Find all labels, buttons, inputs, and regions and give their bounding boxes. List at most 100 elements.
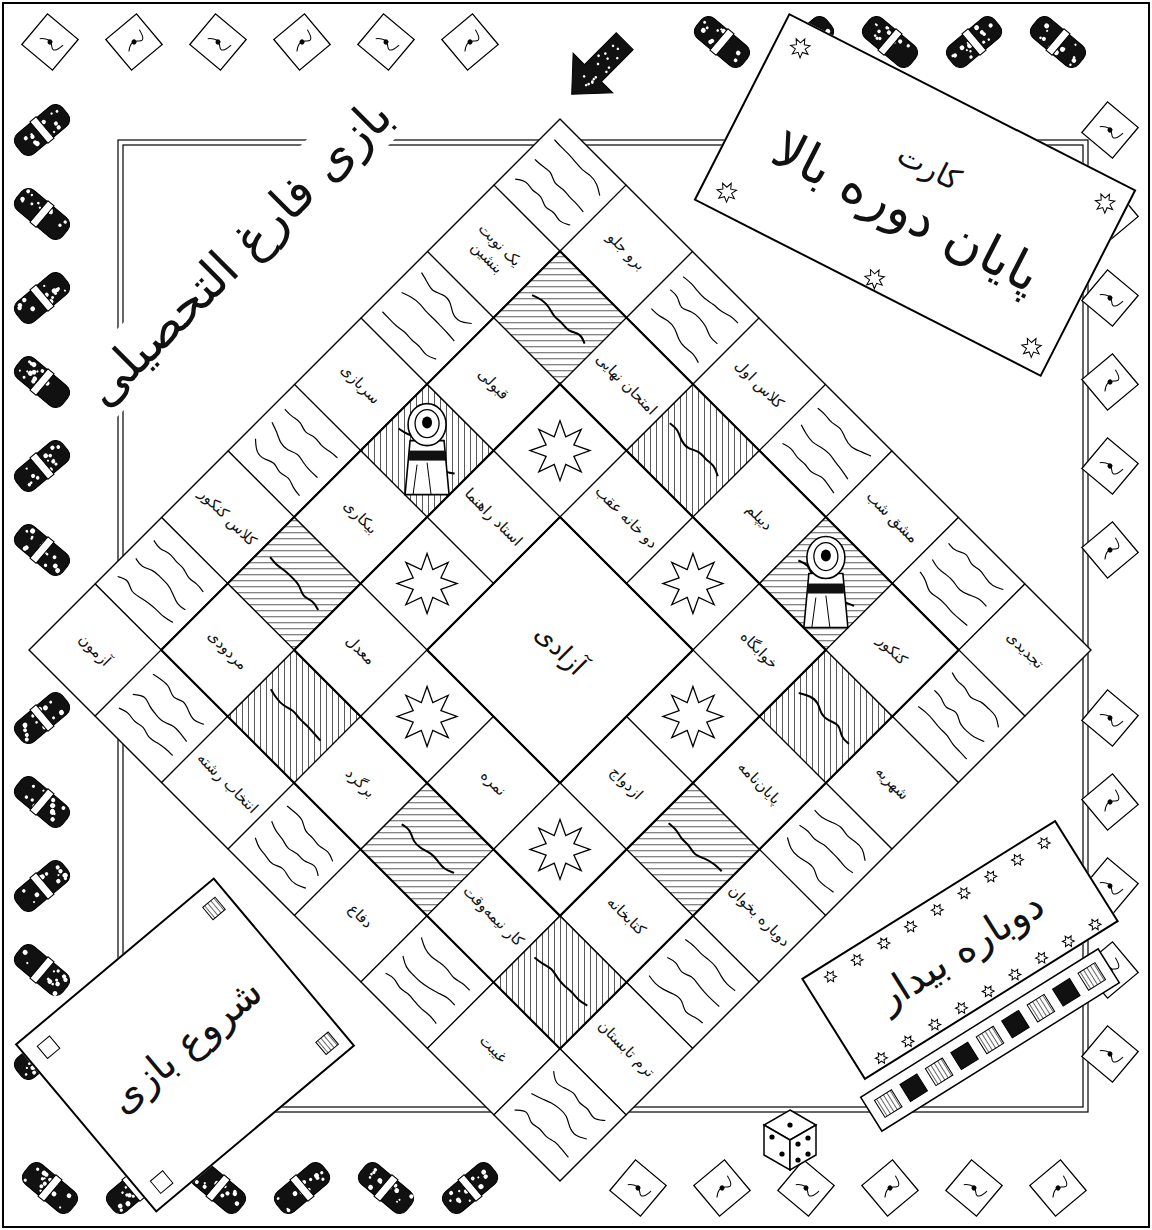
- scroll-speckle: [875, 24, 878, 27]
- scroll-speckle: [56, 444, 61, 449]
- scroll-speckle: [959, 44, 966, 51]
- scroll-speckle: [30, 193, 33, 196]
- scroll-body: [439, 1159, 502, 1217]
- scroll-speckle: [1039, 36, 1043, 40]
- pawn-band: [808, 584, 844, 594]
- scroll-speckle: [1046, 29, 1049, 32]
- start-arrow: [552, 21, 645, 114]
- dice-pip: [795, 1141, 800, 1146]
- square-text: انتخاب رشته: [194, 749, 262, 817]
- square-text: مردودی: [204, 626, 251, 673]
- scroll-speckle: [63, 220, 68, 225]
- cell-scribble: [515, 140, 605, 230]
- scroll-speckle: [25, 467, 28, 470]
- scroll-speckle: [897, 39, 903, 45]
- scroll-body: [11, 689, 74, 747]
- arrow-speckle: [587, 82, 591, 86]
- scroll-speckle: [468, 1199, 471, 1202]
- scroll-speckle: [313, 1172, 320, 1179]
- card-star: [1010, 852, 1025, 868]
- square-text: تجدیدی: [1003, 628, 1048, 673]
- arrow-speckle: [606, 57, 610, 61]
- arrow-speckle: [604, 52, 608, 56]
- strip-square: [900, 1074, 928, 1102]
- scroll-speckle: [44, 871, 49, 876]
- scroll-body: [11, 437, 74, 495]
- scroll-speckle: [449, 1199, 453, 1203]
- scroll-ribbon: [30, 537, 54, 564]
- square-dot: [214, 38, 221, 45]
- scroll-speckle: [885, 25, 889, 29]
- scroll-speckle: [733, 58, 738, 63]
- scroll-speckle: [370, 1172, 374, 1176]
- ring-border: [161, 251, 959, 1049]
- scroll-speckle: [124, 1200, 131, 1207]
- card-star: [930, 902, 945, 918]
- card-star: [1061, 933, 1076, 949]
- scroll-speckle: [1043, 22, 1050, 29]
- square-dot: [802, 1184, 809, 1191]
- pawn-top: [807, 537, 845, 579]
- scroll-speckle: [29, 361, 34, 366]
- card-star: [1087, 917, 1102, 933]
- scroll-speckle: [35, 720, 39, 724]
- cell-scribble: [781, 805, 869, 893]
- scroll-speckle: [63, 289, 66, 292]
- scroll-speckle: [483, 1174, 489, 1180]
- card-square: [37, 1036, 60, 1059]
- scroll-speckle: [49, 816, 55, 822]
- square-dot: [1106, 462, 1113, 469]
- scroll-speckle: [987, 38, 991, 42]
- diploma-scroll: [18, 1158, 82, 1218]
- square-text: دفاع: [345, 900, 377, 932]
- square-text: غیبت: [476, 1031, 511, 1066]
- card-text: شروع بازی: [99, 967, 272, 1123]
- square-dot: [1106, 378, 1113, 385]
- scroll-speckle: [220, 1193, 226, 1199]
- card-square: [1082, 354, 1138, 410]
- square-mark: [1046, 1176, 1069, 1198]
- scroll-speckle: [376, 1177, 383, 1184]
- scroll-speckle: [232, 1189, 237, 1194]
- card-star: [1019, 334, 1045, 360]
- scroll-speckle: [22, 949, 29, 956]
- square-text: آزادی: [528, 618, 592, 682]
- star-symbol: [651, 541, 736, 626]
- cell-scribble: [268, 556, 322, 610]
- arrow-speckle: [607, 66, 611, 70]
- scroll-body: [11, 773, 74, 831]
- scroll-speckle: [43, 284, 46, 287]
- square-mark: [1100, 455, 1123, 477]
- scroll-ribbon: [30, 873, 54, 900]
- scroll-speckle: [22, 375, 26, 379]
- arrow-speckle: [596, 62, 600, 66]
- square-mark: [710, 1176, 733, 1198]
- scroll-speckle: [22, 546, 28, 552]
- square-mark: [1100, 875, 1123, 897]
- scroll-speckle: [321, 1177, 325, 1181]
- dice-face: [790, 1125, 816, 1170]
- card-star: [900, 1034, 915, 1050]
- strip-square: [1002, 1010, 1030, 1038]
- scroll-ribbon: [374, 1175, 398, 1202]
- scroll-ribbon: [962, 29, 986, 56]
- diploma-scroll: [10, 184, 74, 244]
- card-square: [1082, 102, 1138, 158]
- cell-scribble: [269, 689, 322, 742]
- diploma-scroll: [690, 12, 754, 72]
- scroll-speckle: [31, 784, 36, 789]
- scroll-speckle: [55, 878, 61, 884]
- scroll-speckle: [878, 36, 883, 41]
- pawn-band: [409, 451, 445, 461]
- card-square: [1082, 438, 1138, 494]
- square-outline: [358, 14, 414, 70]
- scroll-speckle: [51, 287, 58, 294]
- diploma-scroll: [270, 1158, 334, 1218]
- scroll-speckle: [480, 1169, 487, 1176]
- square-outline: [274, 14, 330, 70]
- scroll-body: [19, 1159, 82, 1217]
- square-text: مشق شب: [863, 487, 922, 546]
- square-mark: [796, 1177, 819, 1199]
- cell-scribble: [117, 539, 205, 627]
- pawn-roll: [415, 410, 439, 438]
